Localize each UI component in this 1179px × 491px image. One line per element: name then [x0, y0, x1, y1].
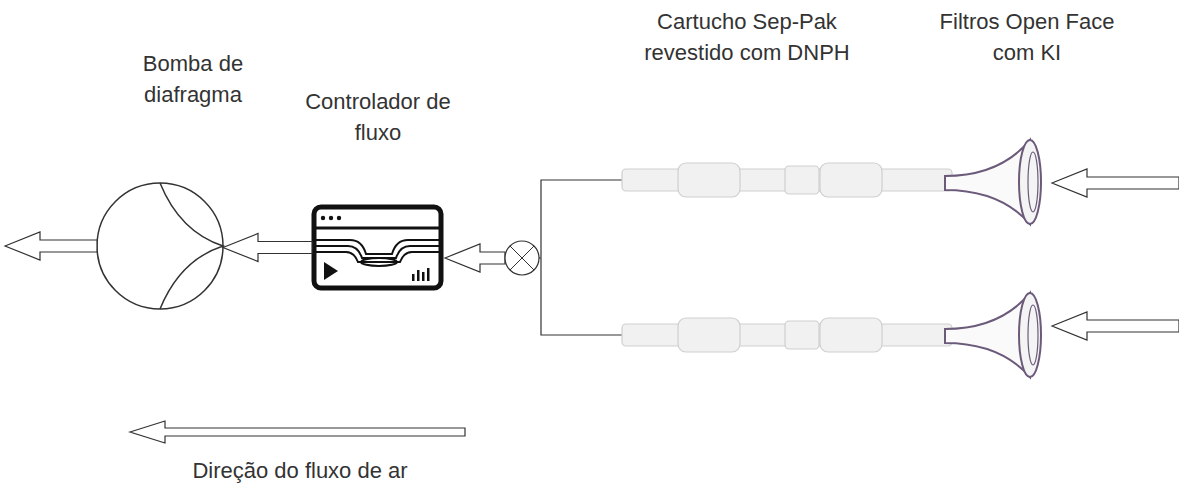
flow-arrow [5, 232, 97, 260]
pump-symbol [160, 183, 223, 309]
node-label: Controlador de fluxo [288, 86, 468, 148]
flow-controller-icon [314, 207, 441, 288]
flow-arrow [223, 234, 312, 262]
dnph-cartridge [622, 163, 952, 352]
pump: Bomba de diafragma [97, 183, 223, 309]
flow-arrow [223, 234, 312, 262]
flow-controller: Controlador de fluxo [312, 205, 443, 290]
tubing-line [539, 180, 624, 335]
cartridge-label: Cartucho Sep-Pak revestido com DNPH [622, 6, 872, 68]
node-label: Bomba de diafragma [93, 48, 293, 110]
filter-label: Filtros Open Face com KI [927, 6, 1127, 68]
flow-arrow [1052, 169, 1179, 197]
open-face-filter [945, 140, 1041, 377]
pump-symbol [97, 183, 223, 309]
flow-arrow [1052, 312, 1179, 340]
three-way-valve [505, 241, 539, 275]
flow-direction-label: Direção do fluxo de ar [150, 455, 450, 486]
flow-arrow [445, 244, 505, 272]
direction-arrow [130, 421, 465, 443]
